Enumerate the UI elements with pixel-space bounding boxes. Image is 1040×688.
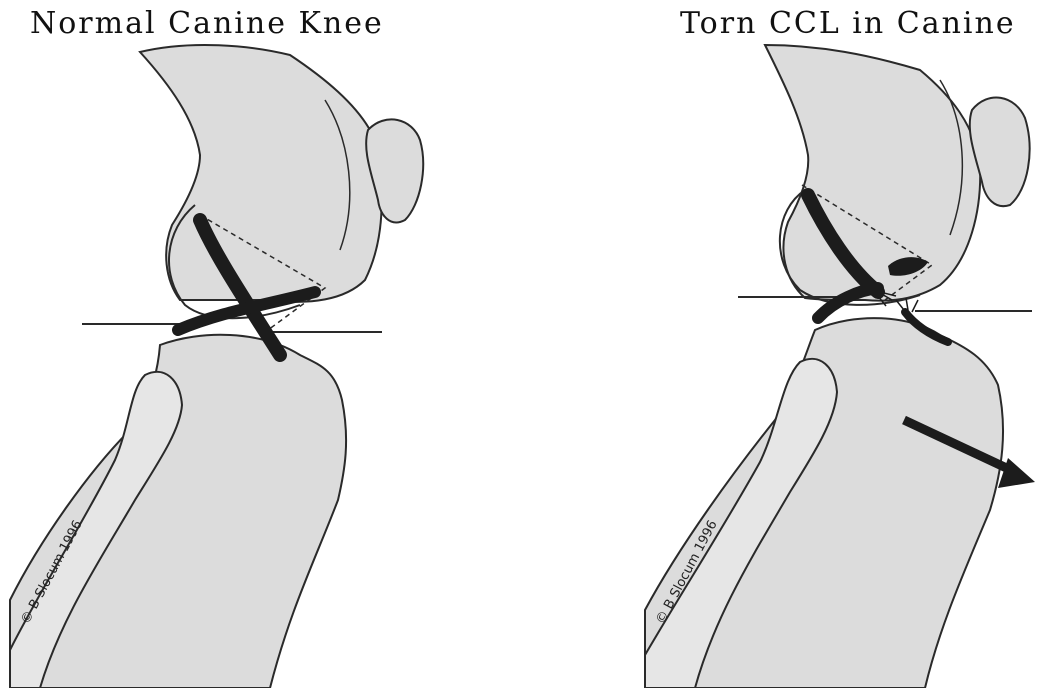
femur-bone — [765, 45, 980, 301]
torn-ccl-panel: Torn CCL in Canine © B Slocum 1996 — [520, 0, 1040, 688]
normal-knee-panel: Normal Canine Knee © B Slocum 1996 — [0, 0, 520, 688]
torn-ccl-illustration: © B Slocum 1996 — [520, 0, 1040, 688]
normal-knee-illustration: © B Slocum 1996 — [0, 0, 520, 688]
femur-bone — [140, 45, 382, 302]
